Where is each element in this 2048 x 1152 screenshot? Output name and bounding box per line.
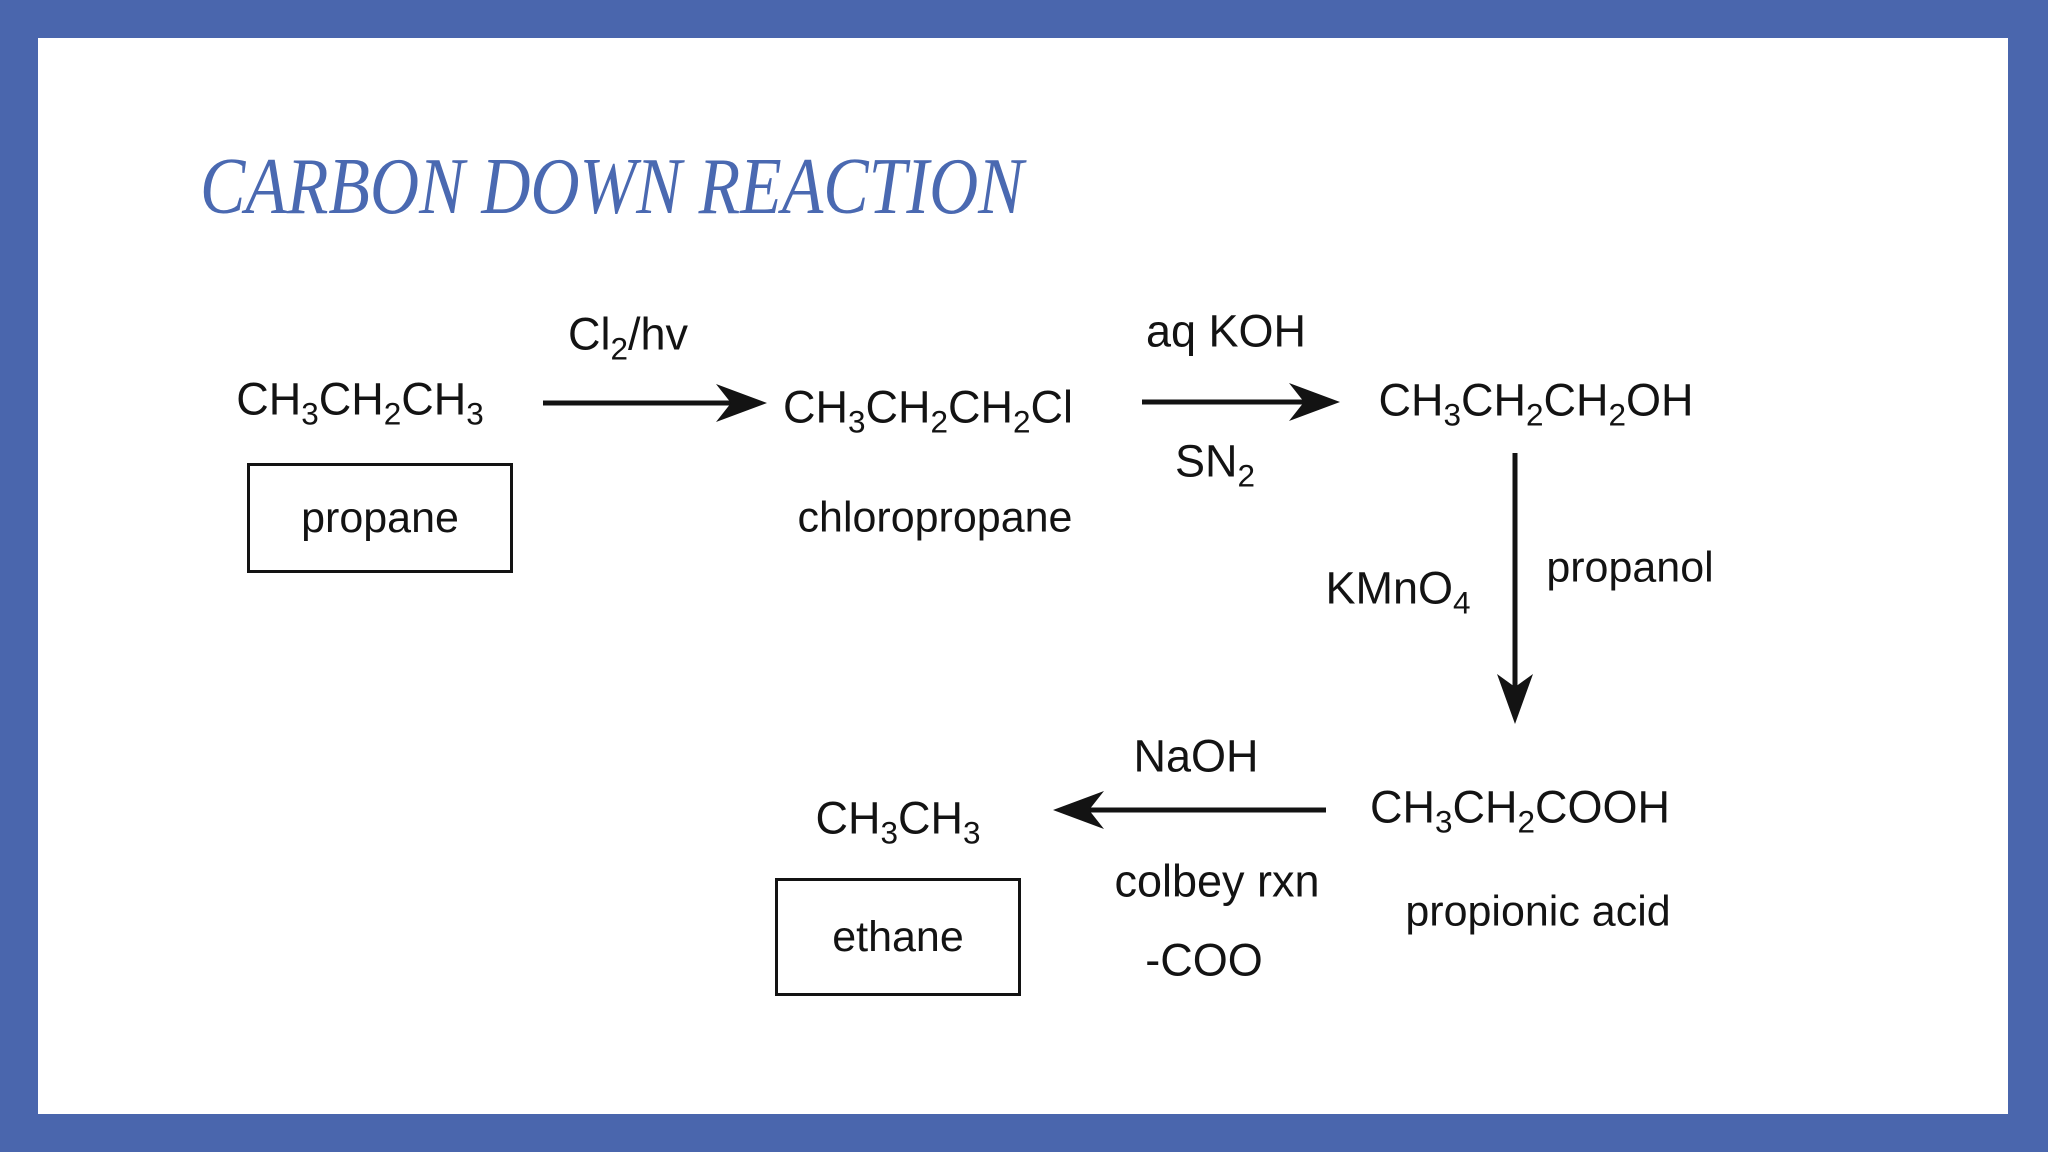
reagent-aq-koh: aq KOH xyxy=(1145,305,1307,357)
formula-propanol: CH3CH2CH2OH xyxy=(1378,374,1694,433)
diagram-canvas xyxy=(38,38,2008,1114)
formula-propane: CH3CH2CH3 xyxy=(236,373,484,432)
label-propionic-acid: propionic acid xyxy=(1405,887,1671,936)
propane-box: propane xyxy=(247,463,513,573)
label-ethane: ethane xyxy=(832,912,964,961)
label-sn2: SN2 xyxy=(1174,435,1256,494)
reagent-kmno4: KMnO4 xyxy=(1325,562,1471,621)
reagent-naoh: NaOH xyxy=(1133,730,1259,782)
formula-chloropropane: CH3CH2CH2Cl xyxy=(782,381,1074,440)
label-propanol: propanol xyxy=(1546,543,1714,592)
ethane-box: ethane xyxy=(775,878,1021,996)
formula-propionic-acid: CH3CH2COOH xyxy=(1369,781,1671,840)
label-chloropropane: chloropropane xyxy=(797,493,1073,542)
label-colbey-rxn: colbey rxn xyxy=(1114,855,1320,907)
reagent-cl2-hv: Cl2/hv xyxy=(567,308,689,367)
page-title: CARBON DOWN REACTION xyxy=(200,143,1024,231)
formula-ethane: CH3CH3 xyxy=(815,792,981,851)
label-minus-coo: -COO xyxy=(1145,934,1263,986)
label-propane: propane xyxy=(301,493,459,542)
